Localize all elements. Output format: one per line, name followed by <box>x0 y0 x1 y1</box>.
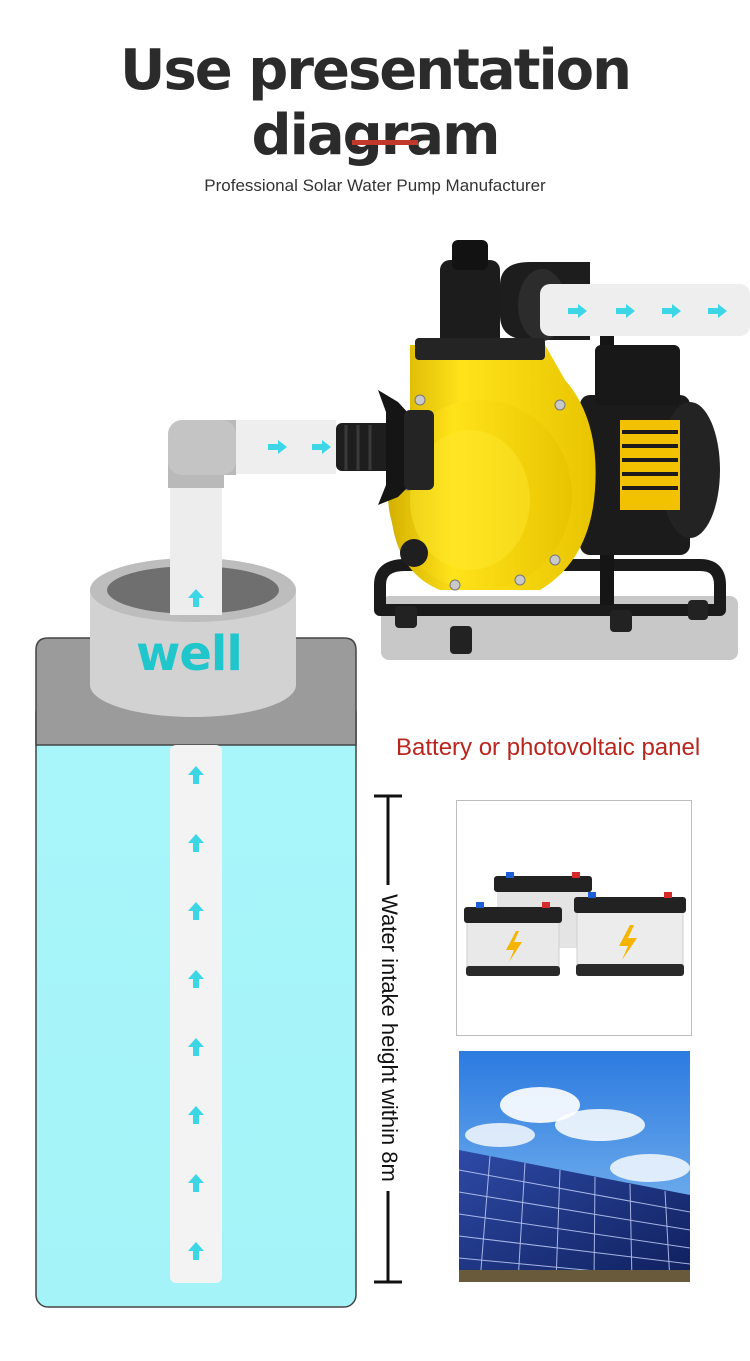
battery-illustration <box>464 872 686 976</box>
outlet-pipe <box>540 284 750 336</box>
page-title: Use presentation diagram <box>119 38 632 168</box>
battery-photo-frame <box>456 800 692 1036</box>
intake-height-label: Water intake height within 8m <box>377 894 402 1182</box>
well-label: well <box>136 626 243 682</box>
lightning-icon <box>506 931 522 962</box>
lightning-icon <box>619 925 637 960</box>
solar-panel-illustration <box>458 1051 691 1283</box>
suction-pipe <box>168 420 336 1283</box>
title-divider <box>352 140 418 145</box>
water-pump <box>336 240 738 660</box>
power-source-heading: Battery or photovoltaic panel <box>396 734 701 761</box>
well-ring <box>90 558 296 717</box>
page-subtitle: Professional Solar Water Pump Manufactur… <box>204 176 546 195</box>
